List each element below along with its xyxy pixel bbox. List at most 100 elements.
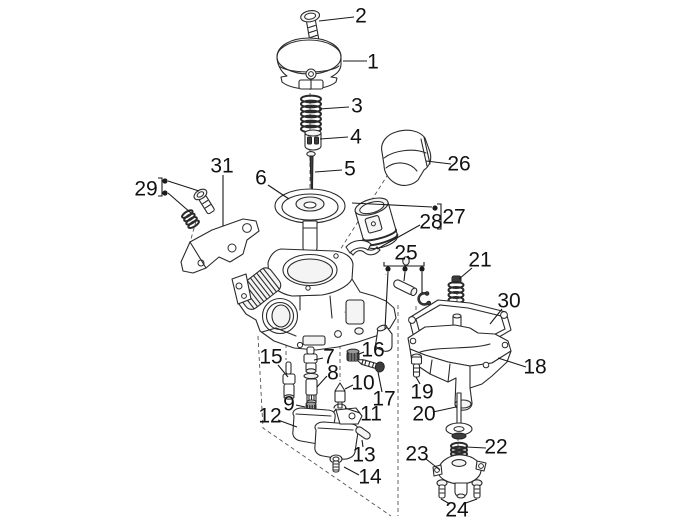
callout-24-leader — [440, 498, 451, 505]
callout-19-label: 19 — [410, 381, 433, 404]
callout-9-label: 9 — [283, 393, 295, 416]
part-float-needle-valve — [334, 382, 346, 409]
callout-22-label: 22 — [484, 436, 507, 459]
callout-9-leader — [295, 404, 306, 408]
callout-12-label: 12 — [258, 405, 281, 428]
callout-8-label: 8 — [327, 362, 339, 385]
callout-27-label: 27 — [442, 206, 465, 229]
part-circlip — [417, 291, 432, 306]
callout-14-label: 14 — [358, 466, 382, 489]
callout-17-label: 17 — [372, 388, 395, 411]
callout-6-leader — [267, 184, 290, 200]
part-float-bowl — [407, 324, 512, 411]
part-jet-8 — [303, 372, 319, 405]
callout-25-dot — [419, 266, 425, 272]
callout-3-leader — [318, 106, 350, 110]
callout-2-leader — [318, 16, 355, 22]
part-diaphragm — [274, 188, 346, 254]
part-knurled-nut — [346, 348, 360, 362]
callout-2-label: 2 — [355, 5, 367, 28]
callout-6-label: 6 — [255, 167, 267, 190]
callout-3-label: 3 — [351, 95, 363, 118]
callout-25-leader — [403, 271, 406, 282]
callout-18-leader — [497, 357, 527, 368]
part-mixture-screw — [356, 359, 385, 373]
callout-25-dot — [385, 266, 391, 272]
callout-29-label: 29 — [134, 178, 157, 201]
callout-10-label: 10 — [351, 372, 374, 395]
part-float — [292, 407, 363, 460]
callout-5-leader — [314, 169, 343, 173]
callout-26-label: 26 — [447, 153, 470, 176]
part-vent-elbow — [375, 324, 393, 352]
callout-4-label: 4 — [350, 126, 362, 149]
callout-16-label: 16 — [361, 339, 384, 362]
callout-8-leader — [316, 375, 328, 388]
cable-guide-clip — [345, 239, 372, 254]
callout-15-leader — [277, 364, 289, 378]
callout-28-label: 28 — [419, 211, 442, 234]
callout-30-leader — [489, 308, 503, 325]
callout-27-leader — [351, 202, 433, 208]
part-needle-holder — [304, 129, 322, 151]
callout-20-leader — [432, 406, 457, 413]
callout-13-leader — [361, 439, 364, 448]
callout-27-dot — [432, 205, 438, 211]
callout-18-label: 18 — [523, 356, 546, 379]
callout-29-leader — [167, 180, 200, 192]
callout-23-leader — [425, 458, 441, 471]
callout-5-label: 5 — [344, 158, 356, 181]
callout-20-label: 20 — [412, 403, 435, 426]
callout-10-leader — [344, 384, 354, 390]
callout-21-label: 21 — [468, 249, 491, 272]
callout-25-label: 25 — [394, 242, 417, 265]
callout-17-leader — [377, 371, 383, 393]
callout-25-leader — [384, 271, 389, 330]
callout-25-dot — [402, 266, 408, 272]
callout-13-label: 13 — [352, 444, 375, 467]
callout-29-dot — [162, 178, 168, 184]
callout-28-leader — [376, 224, 421, 250]
part-idle-screw-spring — [181, 188, 215, 230]
part-vent-pin — [393, 279, 418, 297]
callout-12-leader — [277, 419, 298, 428]
part-float-screw — [329, 454, 343, 473]
callout-21-leader — [458, 267, 473, 280]
part-cover-screw — [300, 9, 321, 45]
part-float-pin — [355, 426, 371, 440]
callout-31-label: 31 — [210, 155, 233, 178]
callout-26-leader — [425, 160, 452, 165]
part-bowl-screw — [410, 353, 423, 378]
callout-4-leader — [319, 136, 349, 140]
part-support-bracket — [180, 218, 260, 274]
callout-25-leader — [383, 262, 425, 267]
part-slide-spring — [300, 94, 322, 134]
callout-11-leader — [344, 407, 361, 414]
part-jet-7 — [303, 346, 318, 374]
part-carburetor-body — [231, 239, 410, 351]
callout-7-leader — [313, 357, 324, 361]
part-slide-cover — [381, 129, 432, 186]
callout-11-label: 11 — [360, 403, 382, 426]
callout-29-dot — [162, 190, 168, 196]
callout-22-leader — [465, 446, 487, 449]
callout-7-label: 7 — [323, 346, 335, 369]
callout-16-leader — [358, 351, 365, 355]
callout-27-leader — [437, 203, 442, 230]
part-cover-screws — [436, 479, 483, 499]
part-drain-screw — [445, 392, 473, 440]
callout-19-leader — [415, 376, 421, 385]
part-bellows — [447, 275, 465, 307]
callout-29-leader — [167, 192, 192, 214]
callout-29-leader — [158, 177, 163, 197]
callout-1-label: 1 — [367, 51, 379, 74]
callout-30-label: 30 — [497, 290, 520, 313]
part-drain-cover — [432, 454, 487, 499]
part-jet-15 — [282, 361, 296, 400]
callout-23-label: 23 — [405, 443, 428, 466]
callout-15-label: 15 — [259, 346, 282, 369]
part-top-cover — [276, 37, 342, 90]
